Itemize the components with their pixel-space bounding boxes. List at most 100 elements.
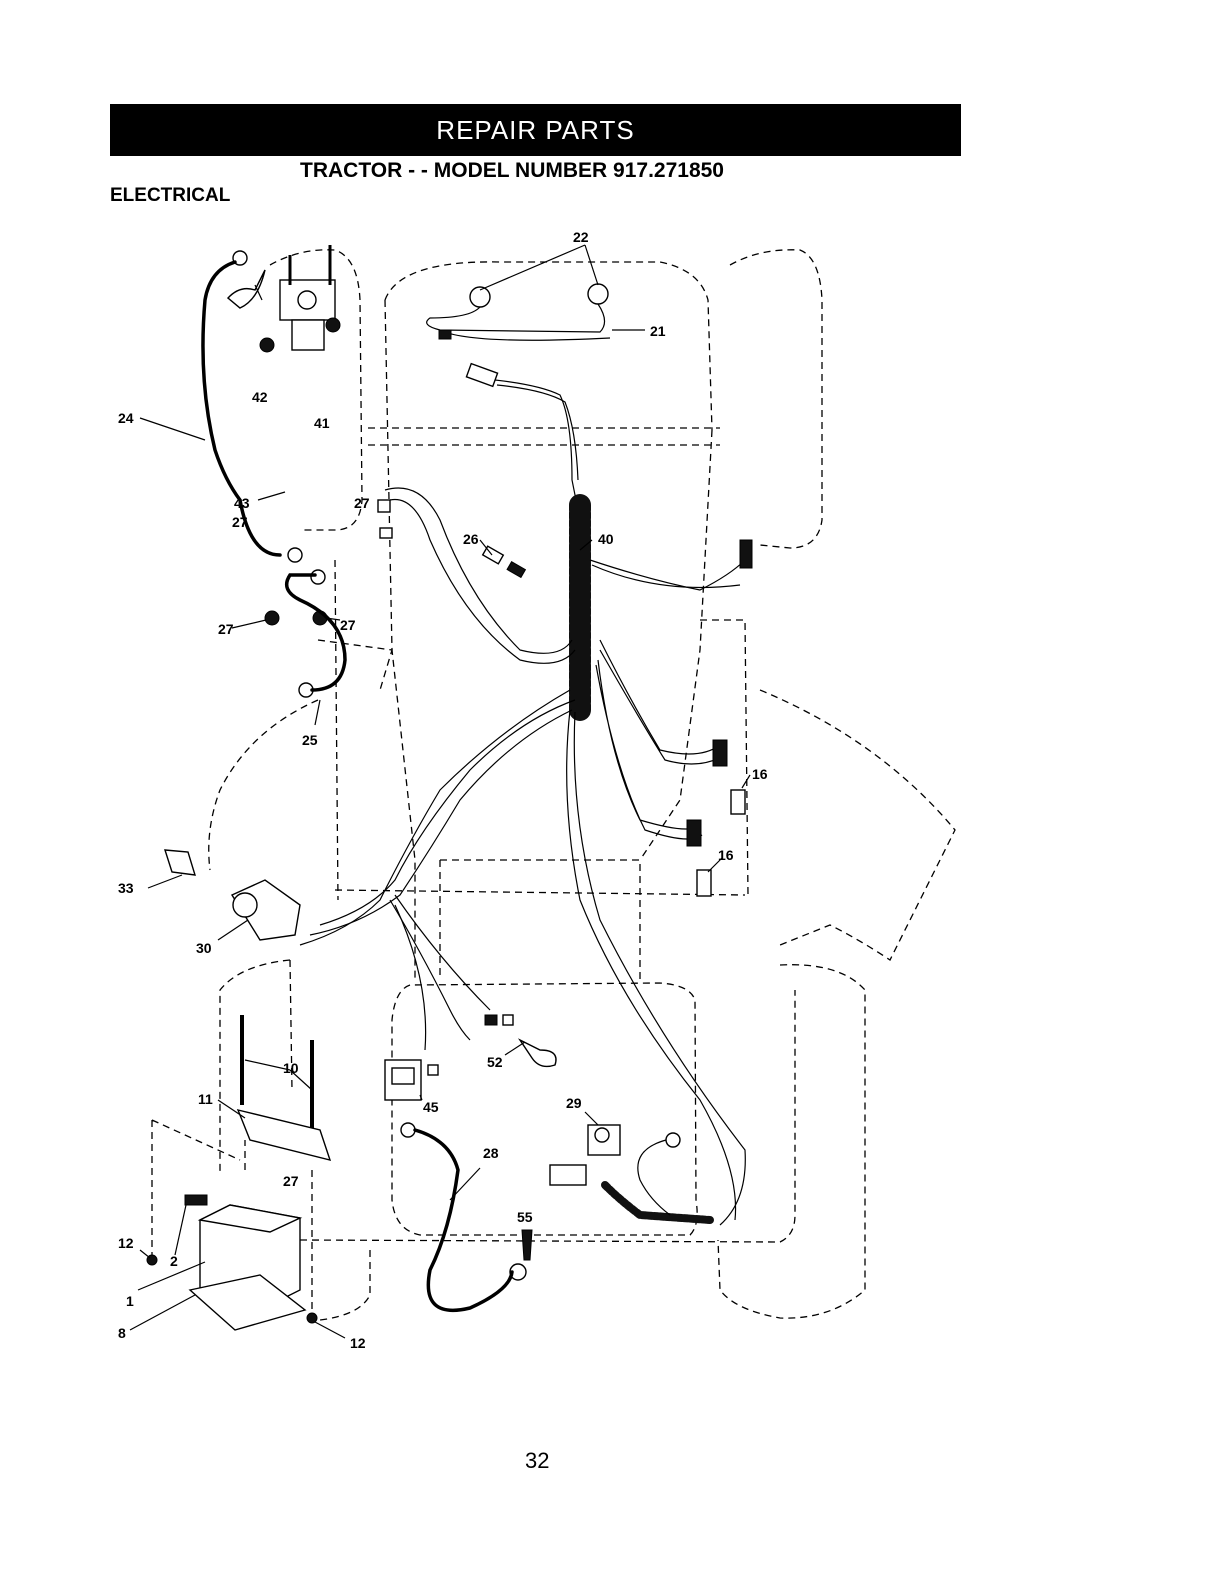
callout-11: 11: [198, 1091, 213, 1107]
dash-connector-lower: [687, 820, 701, 846]
callout-55: 55: [517, 1209, 533, 1225]
rear-right-wheel: [718, 965, 865, 1318]
tractor-outline: [152, 250, 955, 1320]
rear-outer-line: [300, 990, 795, 1242]
callout-10: 10: [283, 1060, 299, 1076]
cable-28-terminal-top: [401, 1123, 415, 1137]
leader-30: [218, 920, 248, 940]
callout-27-b: 27: [354, 495, 370, 511]
steering-support: [318, 560, 392, 900]
screw-12-right: [307, 1313, 317, 1323]
leader-24: [140, 418, 205, 440]
leader-10: [245, 1060, 312, 1090]
fender-right: [760, 690, 955, 960]
fuse-26: [507, 562, 525, 578]
solenoid-body: [292, 320, 324, 350]
leader-52: [505, 1042, 525, 1055]
harness-upper-left-2: [390, 500, 575, 664]
callout-27-a: 27: [232, 514, 248, 530]
hood-outline: [385, 262, 712, 430]
callout-12-b: 12: [350, 1335, 366, 1351]
leader-25: [315, 700, 320, 725]
callout-27-d: 27: [340, 617, 356, 633]
harness-dash-branch: [600, 640, 725, 764]
leader-lines: [130, 245, 750, 1338]
callout-27-e: 27: [283, 1173, 299, 1189]
fuse-holder-26: [483, 546, 504, 564]
main-wire-harness: [300, 364, 745, 1225]
harness-rear-branch-2: [395, 895, 490, 1050]
callout-26: 26: [463, 531, 479, 547]
dash-connector-upper: [713, 740, 727, 766]
callout-33: 33: [118, 880, 134, 896]
right-front-wheel: [730, 250, 822, 548]
ring-terminal-a: [288, 548, 302, 562]
callout-52: 52: [487, 1054, 503, 1070]
hold-down-bracket-11: [238, 1110, 330, 1160]
callout-1: 1: [126, 1293, 134, 1309]
frame-right-rail: [640, 430, 712, 860]
hour-meter-face: [392, 1068, 414, 1084]
page-number: 32: [525, 1448, 549, 1474]
harness-dash-branch-2: [596, 660, 702, 839]
callout-8: 8: [118, 1325, 126, 1341]
callout-25: 25: [302, 732, 318, 748]
coil-cord: [605, 1185, 710, 1220]
callout-16-a: 16: [752, 766, 768, 782]
left-plug-2: [380, 528, 392, 538]
callout-27-c: 27: [218, 621, 234, 637]
callout-2: 2: [170, 1253, 178, 1269]
nut-27-c: [265, 611, 279, 625]
rear-plug-2: [503, 1015, 513, 1025]
leader-29: [585, 1112, 598, 1125]
ground-terminal: [666, 1133, 680, 1147]
callout-43: 43: [234, 495, 250, 511]
bolt-55: [522, 1230, 532, 1260]
rear-plug-1: [485, 1015, 497, 1025]
callout-40: 40: [598, 531, 614, 547]
switch-29-connector: [550, 1165, 586, 1185]
callout-12-a: 12: [118, 1235, 134, 1251]
switch-16-lower: [697, 870, 711, 896]
ground-wire: [638, 1140, 670, 1215]
callout-41: 41: [314, 415, 330, 431]
connectors: [378, 500, 752, 1075]
leader-43: [258, 492, 285, 500]
solenoid-terminal: [298, 291, 316, 309]
headlight-connector: [439, 330, 451, 339]
callout-45: 45: [423, 1099, 439, 1115]
ring-terminal-b: [311, 570, 325, 584]
callout-22: 22: [573, 229, 589, 245]
callout-labels: 22 21 24 42 41 43 27 27 27 27 26 40 25 1…: [118, 229, 768, 1351]
harness-plug-front: [466, 364, 497, 387]
lamp-52: [520, 1040, 556, 1066]
rear-plug-3: [428, 1065, 438, 1075]
solenoid-assembly: [228, 245, 340, 625]
ignition-switch-face: [233, 893, 257, 917]
battery-terminal-2: [185, 1195, 207, 1205]
right-front-connector: [740, 540, 752, 568]
nut-27-a: [260, 338, 274, 352]
nut-27-b: [326, 318, 340, 332]
battery-cables: [203, 251, 710, 1310]
leader-33: [148, 875, 182, 888]
fender-left: [209, 700, 318, 870]
leader-8: [130, 1295, 195, 1330]
callout-21: 21: [650, 323, 666, 339]
callout-28: 28: [483, 1145, 499, 1161]
leader-22: [480, 245, 598, 290]
headlights: [427, 284, 610, 340]
callout-30: 30: [196, 940, 212, 956]
harness-front-branch-2: [497, 385, 578, 480]
left-plug: [378, 500, 390, 512]
callout-16-b: 16: [718, 847, 734, 863]
battery-assembly: [147, 1015, 330, 1330]
boot-42: [228, 270, 265, 308]
harness-left-branch-3: [300, 690, 570, 945]
harness-upper-left: [385, 488, 572, 653]
callout-29: 29: [566, 1095, 582, 1111]
switch-29-plunger: [595, 1128, 609, 1142]
callout-24: 24: [118, 410, 134, 426]
right-headlight-bulb: [588, 284, 608, 304]
